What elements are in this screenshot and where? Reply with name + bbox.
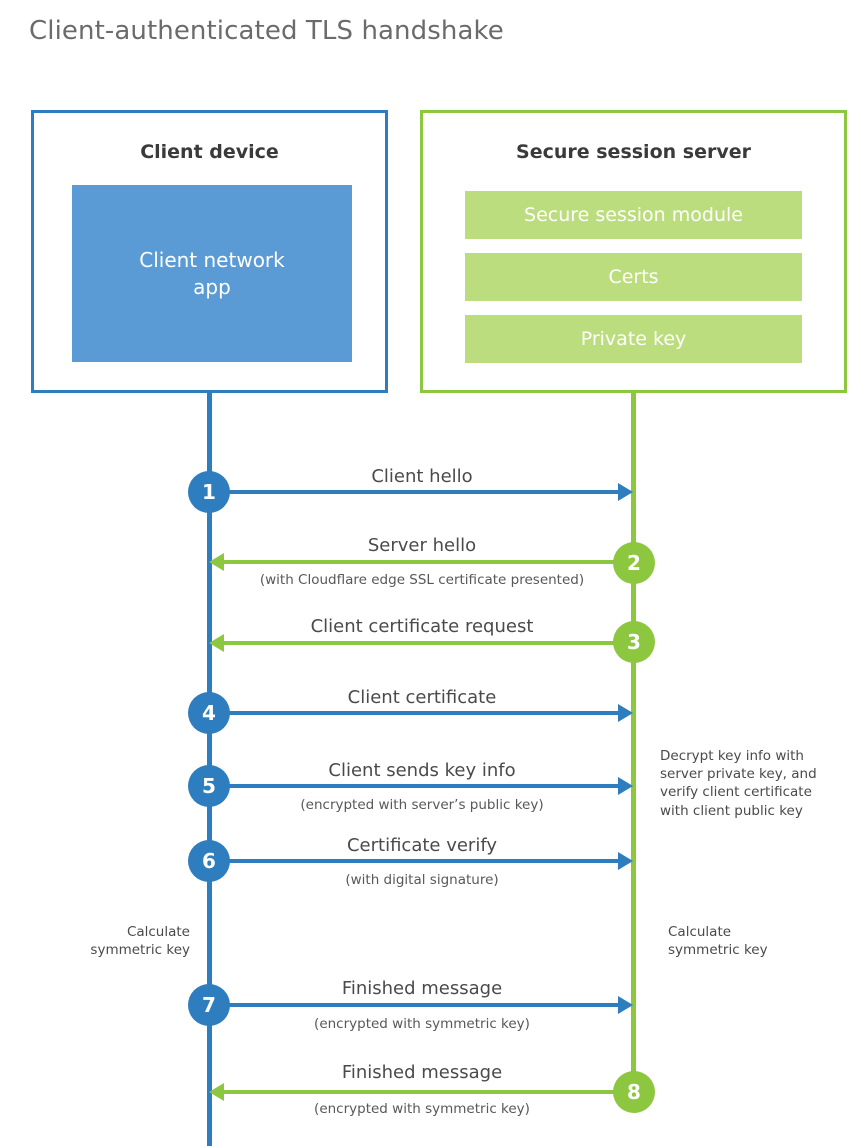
- step-3-badge: 3: [613, 621, 655, 663]
- client-network-app-block: Client network app: [72, 185, 352, 362]
- step-7-badge: 7: [188, 984, 230, 1026]
- step-8-sublabel: (encrypted with symmetric key): [314, 1101, 530, 1117]
- server-calculate-symmetric-key-note: Calculate symmetric key: [668, 924, 768, 959]
- step-4-badge: 4: [188, 692, 230, 734]
- step-5-number: 5: [202, 774, 216, 798]
- secure-session-server-title: Secure session server: [516, 141, 751, 163]
- step-5-arrowhead-icon: [618, 777, 633, 795]
- step-6-badge: 6: [188, 840, 230, 882]
- step-1-label: Client hello: [371, 466, 473, 487]
- step-4-arrow-line: [210, 711, 620, 715]
- step-8-arrow-line: [224, 1090, 632, 1094]
- client-device-title: Client device: [140, 141, 279, 163]
- server-component-certs: Certs: [465, 253, 802, 301]
- step-1-badge: 1: [188, 471, 230, 513]
- server-component-label: Secure session module: [524, 204, 743, 226]
- step-3-label: Client certificate request: [310, 616, 534, 637]
- server-component-private-key: Private key: [465, 315, 802, 363]
- step-8-arrowhead-icon: [209, 1083, 224, 1101]
- step-7-arrow-line: [210, 1003, 620, 1007]
- step-3-arrow-line: [224, 641, 632, 645]
- step-3-arrowhead-icon: [209, 634, 224, 652]
- step-7-sublabel: (encrypted with symmetric key): [314, 1016, 530, 1032]
- step-5-badge: 5: [188, 765, 230, 807]
- step-4-arrowhead-icon: [618, 704, 633, 722]
- client-calculate-symmetric-key-note: Calculate symmetric key: [90, 924, 190, 959]
- step-8-number: 8: [627, 1080, 641, 1104]
- step-7-number: 7: [202, 993, 216, 1017]
- client-device-box: Client device Client network app: [31, 110, 388, 393]
- step-5-arrow-line: [210, 784, 620, 788]
- step-5-sublabel: (encrypted with server’s public key): [300, 797, 544, 813]
- step-6-label: Certificate verify: [346, 835, 498, 856]
- step-4-label: Client certificate: [347, 687, 497, 708]
- server-component-label: Certs: [608, 266, 659, 288]
- server-component-secure-session-module: Secure session module: [465, 191, 802, 239]
- server-component-label: Private key: [580, 328, 687, 350]
- step-6-arrow-line: [210, 859, 620, 863]
- step-2-arrowhead-icon: [209, 553, 224, 571]
- step-8-label: Finished message: [341, 1062, 503, 1083]
- step-6-arrowhead-icon: [618, 852, 633, 870]
- step-1-arrowhead-icon: [618, 483, 633, 501]
- server-lifeline: [631, 390, 636, 1092]
- step-6-sublabel: (with digital signature): [345, 872, 499, 888]
- server-decrypt-note: Decrypt key info with server private key…: [660, 748, 817, 819]
- step-4-number: 4: [202, 701, 216, 725]
- step-1-arrow-line: [210, 490, 620, 494]
- step-2-badge: 2: [613, 542, 655, 584]
- step-7-arrowhead-icon: [618, 996, 633, 1014]
- secure-session-server-box: Secure session server Secure session mod…: [420, 110, 847, 393]
- step-2-number: 2: [627, 551, 641, 575]
- step-2-sublabel: (with Cloudflare edge SSL certificate pr…: [259, 572, 585, 588]
- step-1-number: 1: [202, 480, 216, 504]
- step-2-label: Server hello: [367, 535, 477, 556]
- step-5-label: Client sends key info: [328, 760, 516, 781]
- step-7-label: Finished message: [341, 978, 503, 999]
- step-3-number: 3: [627, 630, 641, 654]
- step-8-badge: 8: [613, 1071, 655, 1113]
- step-6-number: 6: [202, 849, 216, 873]
- page-title: Client-authenticated TLS handshake: [29, 16, 504, 46]
- client-network-app-label: Client network app: [139, 248, 285, 299]
- step-2-arrow-line: [224, 560, 632, 564]
